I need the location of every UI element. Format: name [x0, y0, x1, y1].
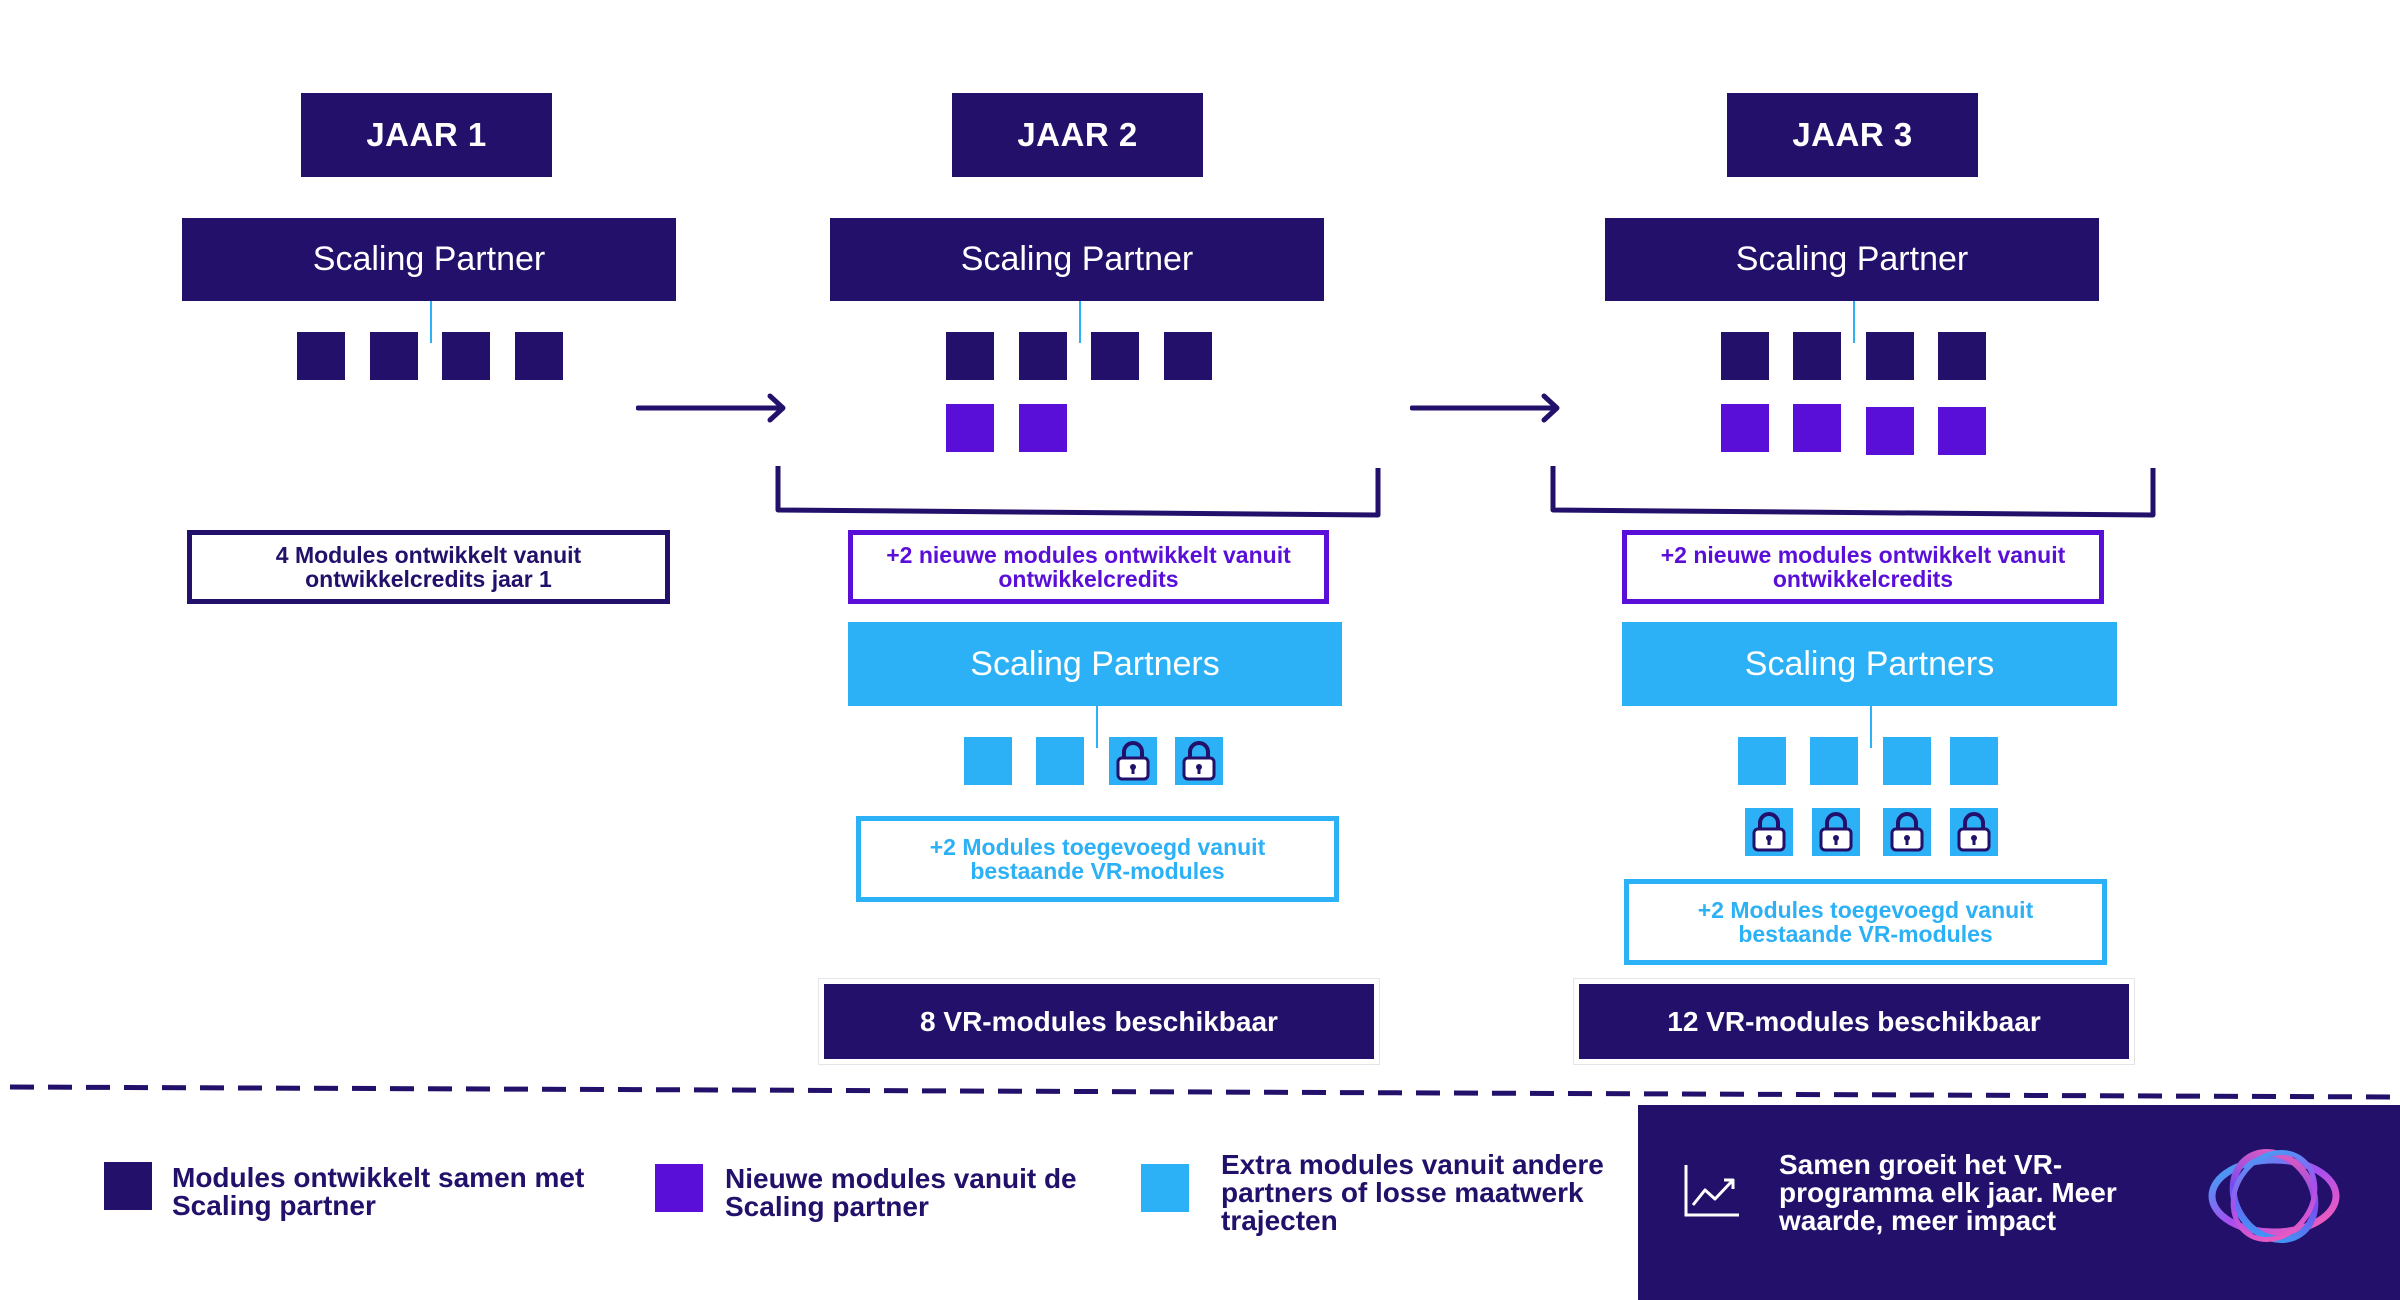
year-3-new-module: [1938, 407, 1986, 455]
year-3-new-module: [1721, 404, 1769, 452]
year-2-scaling-partner: Scaling Partner: [830, 218, 1324, 301]
year-3-partner-module: [1721, 332, 1769, 380]
year-2-new-module: [1019, 404, 1067, 452]
year-3-extra-module: [1883, 737, 1931, 785]
year-1-modules-note-text: 4 Modules ontwikkelt vanuit ontwikkelcre…: [275, 542, 582, 592]
legend-swatch-navy: [104, 1162, 152, 1210]
year-1-connector: [430, 301, 432, 343]
year-3-total-label: 12 VR-modules beschikbaar: [1667, 1005, 2041, 1037]
legend-swatch-violet: [655, 1164, 703, 1212]
legend-label: Extra modules vanuit andere partners of …: [1221, 1149, 1604, 1236]
year-3-bracket: [1550, 466, 2156, 518]
year-2-new-modules-note-text: +2 nieuwe modules ontwikkelt vanuit ontw…: [886, 542, 1291, 592]
year-3-partners-connector: [1870, 706, 1872, 748]
legend-swatch-blue: [1141, 1164, 1189, 1212]
year-1-partner-module: [515, 332, 563, 380]
year-3-locked-module: [1745, 808, 1793, 856]
year-2-bracket: [775, 466, 1381, 518]
year-2-total-label: 8 VR-modules beschikbaar: [920, 1005, 1278, 1037]
year-2-label: JAAR 2: [1017, 116, 1138, 153]
year-2-total: 8 VR-modules beschikbaar: [824, 984, 1374, 1059]
year-1-label: JAAR 1: [366, 116, 487, 153]
arrow-right-icon: [1410, 393, 1560, 423]
legend-text-violet: Nieuwe modules vanuit de Scaling partner: [725, 1165, 1135, 1221]
lock-icon: [1116, 741, 1150, 781]
year-3-scaling-partner: Scaling Partner: [1605, 218, 2099, 301]
year-3-new-module: [1793, 404, 1841, 452]
impact-panel: [1638, 1105, 2400, 1300]
year-2-connector: [1079, 301, 1081, 343]
year-2-header: JAAR 2: [952, 93, 1203, 177]
year-1-partner-module: [370, 332, 418, 380]
year-3-locked-module: [1950, 808, 1998, 856]
dashed-divider: [9, 1084, 2400, 1100]
lock-icon: [1752, 812, 1786, 852]
year-3-connector: [1853, 301, 1855, 343]
year-2-extra-modules-note-text: +2 Modules toegevoegd vanuit bestaande V…: [929, 834, 1266, 884]
year-2-scaling-partners: Scaling Partners: [848, 622, 1342, 706]
year-3-scaling-partners: Scaling Partners: [1622, 622, 2117, 706]
year-3-locked-module: [1812, 808, 1860, 856]
growth-chart-icon: [1684, 1165, 1739, 1217]
lock-icon: [1957, 812, 1991, 852]
lock-icon: [1890, 812, 1924, 852]
legend-text-blue: Extra modules vanuit andere partners of …: [1221, 1151, 1631, 1235]
year-1-modules-note: 4 Modules ontwikkelt vanuit ontwikkelcre…: [187, 530, 670, 604]
year-1-partner-label: Scaling Partner: [312, 240, 546, 278]
year-2-partners-connector: [1096, 706, 1098, 748]
legend-label: Nieuwe modules vanuit de Scaling partner: [725, 1163, 1077, 1222]
year-3-new-modules-note-text: +2 nieuwe modules ontwikkelt vanuit ontw…: [1660, 542, 2066, 592]
legend-label: Modules ontwikkelt samen met Scaling par…: [172, 1162, 585, 1221]
lock-icon: [1182, 741, 1216, 781]
lock-icon: [1819, 812, 1853, 852]
year-3-extra-module: [1738, 737, 1786, 785]
year-3-total: 12 VR-modules beschikbaar: [1579, 984, 2129, 1059]
year-3-extra-module: [1810, 737, 1858, 785]
arrow-right-icon: [636, 393, 786, 423]
orbit-logo-icon: [2208, 1148, 2340, 1244]
impact-message: Samen groeit het VR-programma elk jaar. …: [1779, 1149, 2117, 1236]
year-3-extra-modules-note: +2 Modules toegevoegd vanuit bestaande V…: [1624, 879, 2107, 965]
year-2-partner-module: [1019, 332, 1067, 380]
year-2-partner-module: [1091, 332, 1139, 380]
year-2-new-module: [946, 404, 994, 452]
year-1-partner-module: [297, 332, 345, 380]
year-1-partner-module: [442, 332, 490, 380]
year-3-new-modules-note: +2 nieuwe modules ontwikkelt vanuit ontw…: [1622, 530, 2104, 604]
year-2-extra-module: [964, 737, 1012, 785]
year-1-header: JAAR 1: [301, 93, 552, 177]
year-3-partner-module: [1866, 332, 1914, 380]
year-2-partners-label: Scaling Partners: [970, 644, 1220, 683]
year-3-header: JAAR 3: [1727, 93, 1978, 177]
year-2-partner-module: [1164, 332, 1212, 380]
year-3-partners-label: Scaling Partners: [1744, 644, 1995, 683]
year-2-partner-module: [946, 332, 994, 380]
year-1-scaling-partner: Scaling Partner: [182, 218, 676, 301]
year-3-extra-modules-note-text: +2 Modules toegevoegd vanuit bestaande V…: [1697, 897, 2034, 947]
legend-text-navy: Modules ontwikkelt samen met Scaling par…: [172, 1164, 592, 1220]
year-3-partner-label: Scaling Partner: [1735, 240, 1969, 278]
year-3-partner-module: [1938, 332, 1986, 380]
year-2-partner-label: Scaling Partner: [960, 240, 1194, 278]
year-3-new-module: [1866, 407, 1914, 455]
year-3-partner-module: [1793, 332, 1841, 380]
year-2-new-modules-note: +2 nieuwe modules ontwikkelt vanuit ontw…: [848, 530, 1329, 604]
year-3-label: JAAR 3: [1792, 116, 1913, 153]
impact-text: Samen groeit het VR-programma elk jaar. …: [1779, 1151, 2159, 1235]
year-2-extra-module: [1036, 737, 1084, 785]
year-3-extra-module: [1950, 737, 1998, 785]
year-2-locked-module: [1109, 737, 1157, 785]
year-2-extra-modules-note: +2 Modules toegevoegd vanuit bestaande V…: [856, 816, 1339, 902]
year-3-locked-module: [1883, 808, 1931, 856]
year-2-locked-module: [1175, 737, 1223, 785]
